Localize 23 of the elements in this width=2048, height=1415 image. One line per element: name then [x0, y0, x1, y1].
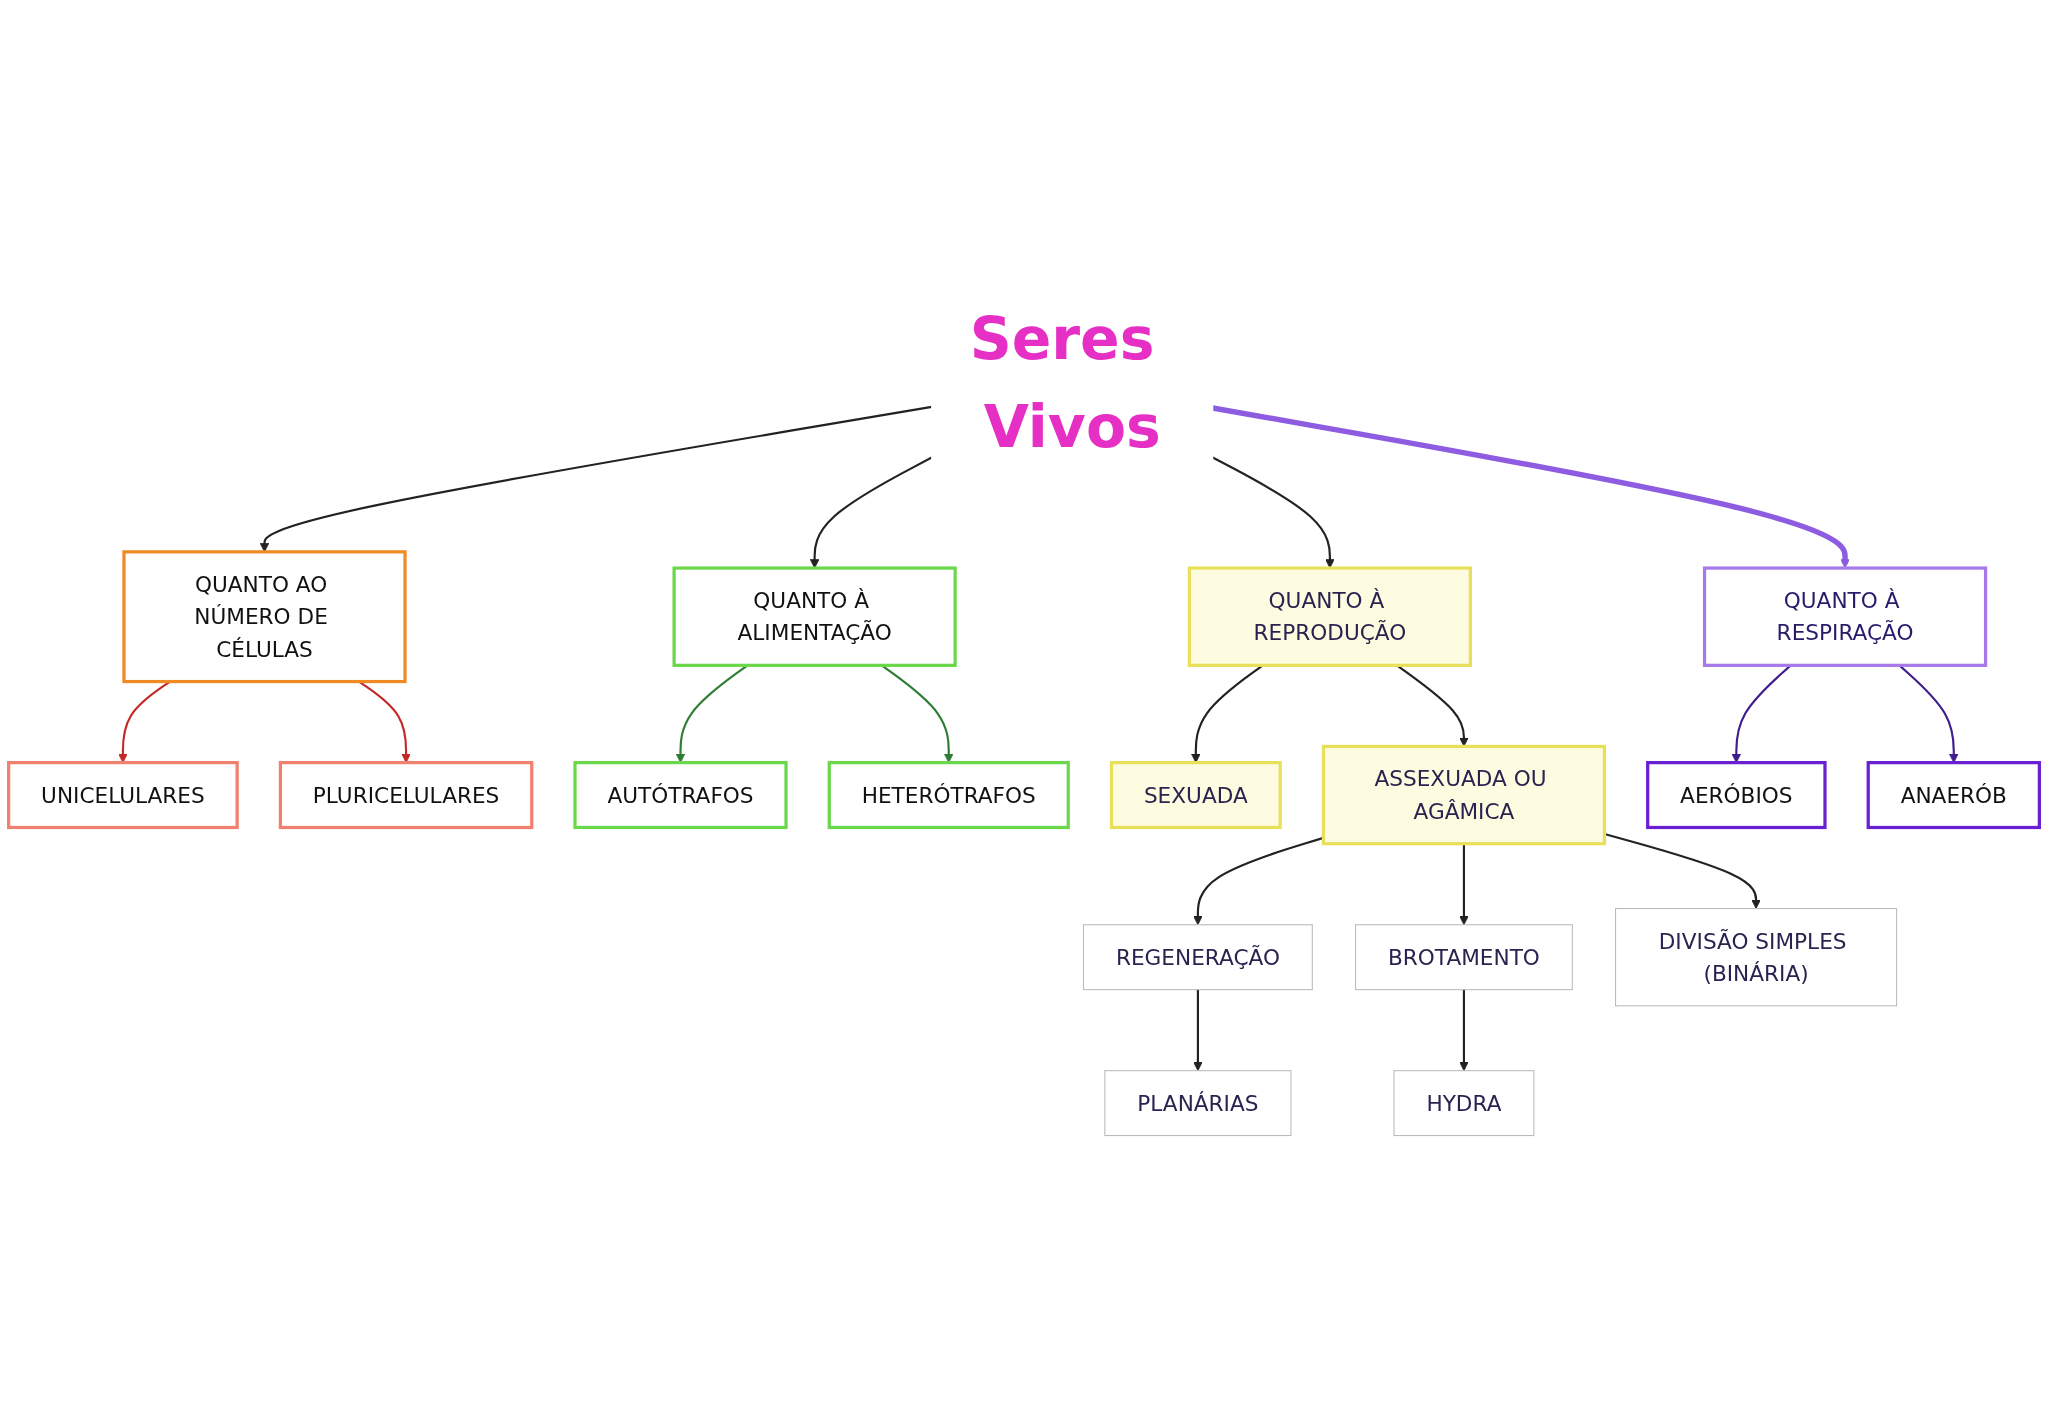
node-box: HYDRA	[1393, 1070, 1535, 1137]
arrow	[1193, 989, 1203, 1072]
arrow	[1459, 843, 1469, 926]
node-box: PLURICELULARES	[278, 761, 534, 830]
arrow	[1212, 405, 1850, 569]
node-box: BROTAMENTO	[1355, 924, 1573, 991]
node-box: HETERÓTRAFOS	[827, 761, 1070, 830]
node-box: ASSEXUADA OU AGÂMICA	[1321, 744, 1607, 846]
arrow	[1212, 456, 1335, 569]
node-box: PLANÁRIAS	[1104, 1070, 1292, 1137]
node-box: QUANTO À RESPIRAÇÃO	[1702, 566, 1988, 667]
arrow	[1459, 989, 1469, 1072]
node-box: DIVISÃO SIMPLES (BINÁRIA)	[1615, 908, 1898, 1007]
node-box: ANAERÓB	[1866, 761, 2041, 830]
node-box: QUANTO À ALIMENTAÇÃO	[672, 566, 957, 667]
node-box: QUANTO AO NÚMERO DE CÉLULAS	[122, 550, 407, 684]
node-box: AERÓBIOS	[1646, 761, 1827, 830]
node-text: Seres Vivos	[969, 305, 1161, 462]
node-box: REGENERAÇÃO	[1082, 924, 1313, 991]
node-box: QUANTO À REPRODUÇÃO	[1187, 566, 1472, 667]
node-box: UNICELULARES	[7, 761, 239, 830]
node-box: SEXUADA	[1109, 761, 1282, 830]
node-box: AUTÓTRAFOS	[573, 761, 788, 830]
